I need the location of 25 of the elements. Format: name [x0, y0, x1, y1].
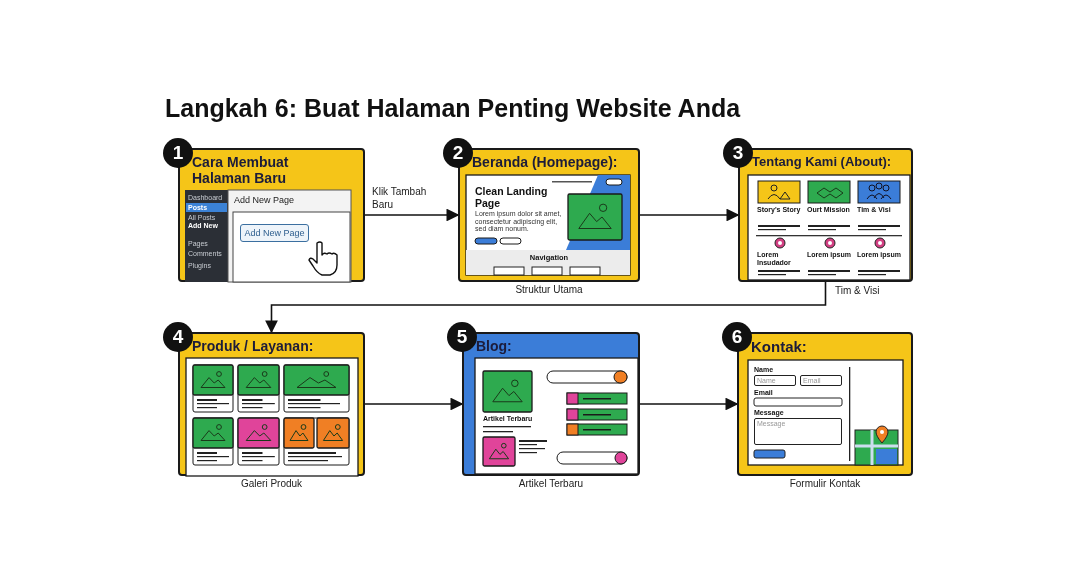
hero-heading: Clean Landing Page: [475, 186, 549, 210]
panel-caption: Galeri Produk: [239, 478, 304, 489]
panel-caption: Struktur Utama: [514, 284, 584, 295]
panel-title: Produk / Layanan:: [192, 339, 315, 355]
arrow: [639, 397, 739, 411]
step-number: 2: [443, 138, 473, 168]
step-number: 4: [163, 322, 193, 352]
diagram-title: Langkah 6: Buat Halaman Penting Website Anda: [165, 94, 741, 123]
panel-title: Beranda (Homepage):: [472, 155, 619, 171]
step-number: 1: [163, 138, 193, 168]
arrow: [639, 208, 740, 222]
page-heading: Add New Page: [234, 196, 296, 206]
panel-title: Kontak:: [751, 339, 808, 356]
panel-title: Cara Membuat Halaman Baru: [192, 155, 290, 187]
arrow: [265, 281, 827, 334]
panel-title: Tentang Kami (About):: [752, 155, 893, 170]
step-number: 3: [723, 138, 753, 168]
add-new-page-button: Add New Page: [240, 224, 309, 242]
arrow: [364, 397, 464, 411]
step-number: 5: [447, 322, 477, 352]
step-number: 6: [722, 322, 752, 352]
panel-caption: Artikel Terbaru: [517, 478, 585, 489]
arrow: [364, 208, 460, 222]
panel-caption: Formulir Kontak: [788, 478, 862, 489]
panel-title: Blog:: [476, 339, 513, 355]
